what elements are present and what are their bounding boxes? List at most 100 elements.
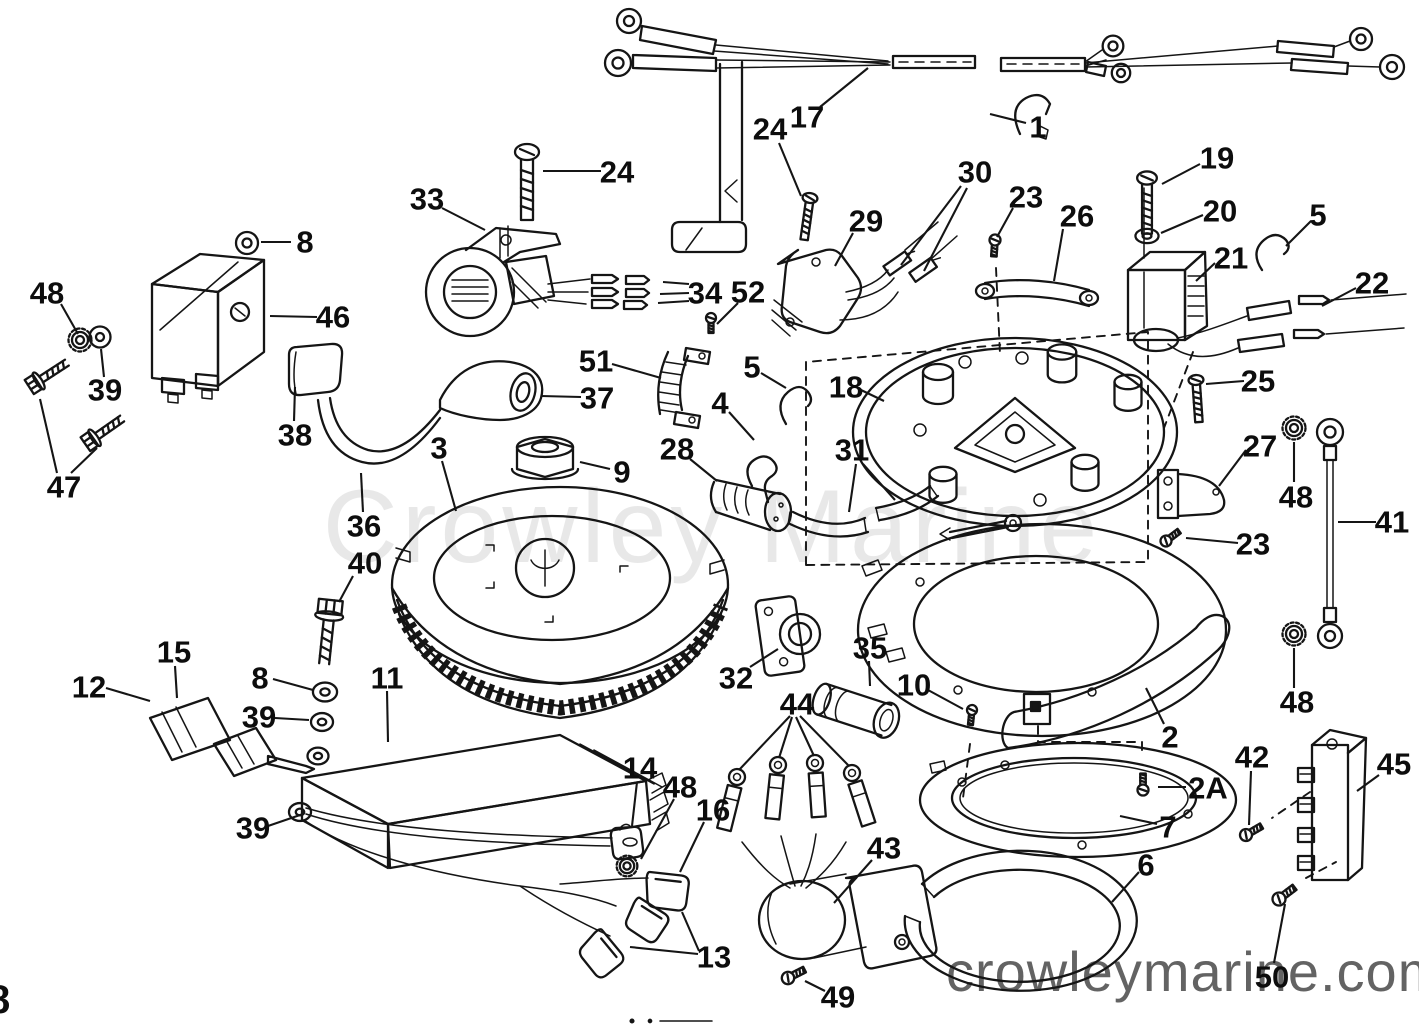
link-26 — [974, 279, 1100, 308]
bolt-47-b — [78, 409, 129, 454]
leader-line-17 — [819, 67, 869, 108]
leader-line-32 — [749, 648, 779, 668]
callout-48: 48 — [1279, 480, 1313, 515]
screw-10 — [964, 703, 979, 727]
callout-23: 23 — [1236, 527, 1270, 562]
terminal-block-45 — [1271, 728, 1368, 882]
sensor-coil-29 — [771, 248, 899, 337]
leader-line-24 — [778, 142, 802, 197]
leader-line-44 — [799, 715, 850, 767]
plug-28 — [709, 478, 793, 533]
callout-41: 41 — [1375, 505, 1409, 540]
washer-39-mid — [309, 711, 335, 733]
clip-5-right — [1255, 233, 1290, 272]
leader-line-23 — [996, 207, 1014, 238]
callout-39: 39 — [236, 811, 270, 846]
leader-line-34 — [659, 291, 690, 296]
screw-24-a — [513, 142, 541, 222]
callout-38: 38 — [278, 418, 312, 453]
screw-42 — [1237, 820, 1266, 844]
callout-10: 10 — [897, 668, 931, 703]
leader-line-36 — [359, 472, 365, 513]
screw-49 — [778, 963, 809, 988]
leader-line-1 — [989, 112, 1027, 125]
leader-line-40 — [338, 575, 354, 603]
leader-line-23 — [1185, 536, 1239, 545]
support-ring — [856, 513, 1228, 738]
leader-line-42 — [1247, 770, 1253, 826]
leader-line-6 — [1111, 871, 1140, 903]
callout-3: 3 — [430, 431, 447, 466]
callout-51: 51 — [579, 344, 613, 379]
callout-24: 24 — [600, 155, 635, 190]
connector-12 — [148, 696, 232, 762]
leader-line-50 — [1272, 903, 1287, 964]
callout-48: 48 — [30, 276, 64, 311]
screw-25 — [1187, 373, 1208, 424]
callout-21: 21 — [1214, 241, 1248, 276]
spark-plug-boot-38 — [287, 342, 344, 397]
cropped-page-number: 8 — [0, 978, 10, 1022]
boot-13-a — [621, 894, 674, 947]
washer-20 — [1134, 227, 1160, 245]
star-washer-48-upper-right — [1281, 415, 1307, 441]
callout-18: 18 — [829, 370, 863, 405]
spark-plug-boot-37 — [438, 360, 544, 422]
callout-2: 2 — [1161, 720, 1178, 755]
screw-19 — [1136, 170, 1158, 235]
callout-48: 48 — [663, 770, 697, 805]
leader-line-25 — [1205, 379, 1245, 386]
callout-37: 37 — [580, 381, 614, 416]
leader-line-4 — [728, 411, 755, 441]
callout-9: 9 — [613, 455, 630, 490]
footer-watermark: crowleymarine.com — [946, 940, 1419, 1003]
hoses-31 — [787, 484, 940, 538]
power-pack-11 — [300, 733, 670, 870]
leader-line-22 — [1321, 287, 1357, 307]
callout-2A: 2A — [1188, 771, 1228, 806]
bolt-47-a — [23, 353, 74, 397]
callout-49: 49 — [821, 980, 855, 1015]
callout-17: 17 — [790, 100, 824, 135]
bracket-32 — [754, 595, 822, 677]
leader-line-37 — [540, 394, 582, 399]
washer-8-lower — [311, 681, 339, 703]
leader-line-38 — [292, 386, 297, 422]
leader-line-3 — [440, 460, 458, 512]
leader-line-34 — [662, 280, 690, 286]
callout-43: 43 — [867, 831, 901, 866]
callout-12: 12 — [72, 670, 106, 705]
leader-line-18 — [860, 389, 885, 402]
callout-31: 31 — [835, 433, 869, 468]
washer-39-stud — [306, 746, 330, 766]
terminal-bundle-44 — [715, 753, 877, 889]
callout-1: 1 — [1029, 110, 1046, 145]
clip-4 — [746, 455, 778, 504]
wiring-harness — [603, 7, 1406, 84]
callout-6: 6 — [1137, 848, 1154, 883]
callout-16: 16 — [696, 793, 730, 828]
callout-30: 30 — [958, 155, 992, 190]
leader-line-45 — [1356, 774, 1380, 792]
leader-line-11 — [385, 690, 390, 743]
screw-2a — [1136, 772, 1150, 797]
leader-line-14 — [630, 781, 639, 827]
callout-25: 25 — [1241, 364, 1275, 399]
ground-wire-41 — [1315, 417, 1345, 650]
clip-5-middle — [779, 385, 813, 426]
leader-line-39 — [267, 813, 304, 827]
clamp-14 — [609, 823, 645, 861]
boot-13-b — [572, 924, 633, 985]
leader-line-47 — [70, 447, 98, 474]
screw-52 — [705, 312, 717, 334]
leader-line-30 — [923, 187, 968, 272]
leader-line-10 — [927, 689, 964, 710]
leader-line-49 — [804, 980, 826, 992]
callout-42: 42 — [1235, 740, 1269, 775]
screw-23-upper — [987, 233, 1002, 258]
wires-22 — [1167, 293, 1407, 358]
bolt-40 — [309, 597, 346, 667]
leader-line-30 — [900, 185, 962, 266]
